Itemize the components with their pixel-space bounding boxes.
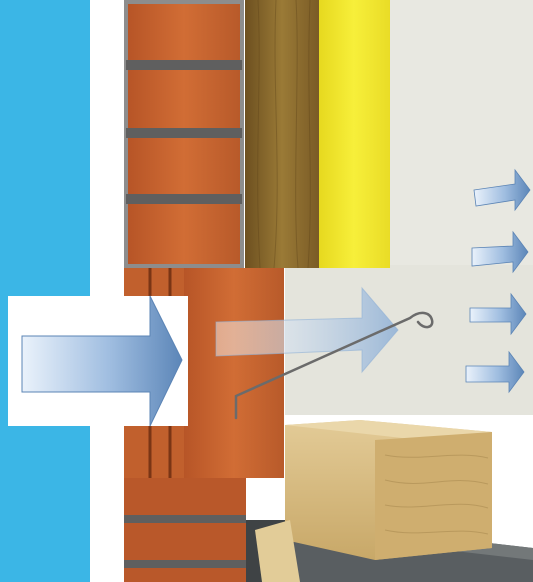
- brick-veneer-upper: [124, 0, 244, 268]
- sky-band: [0, 0, 90, 582]
- insulation-layer: [318, 0, 390, 268]
- sheathing-layer: [245, 0, 319, 268]
